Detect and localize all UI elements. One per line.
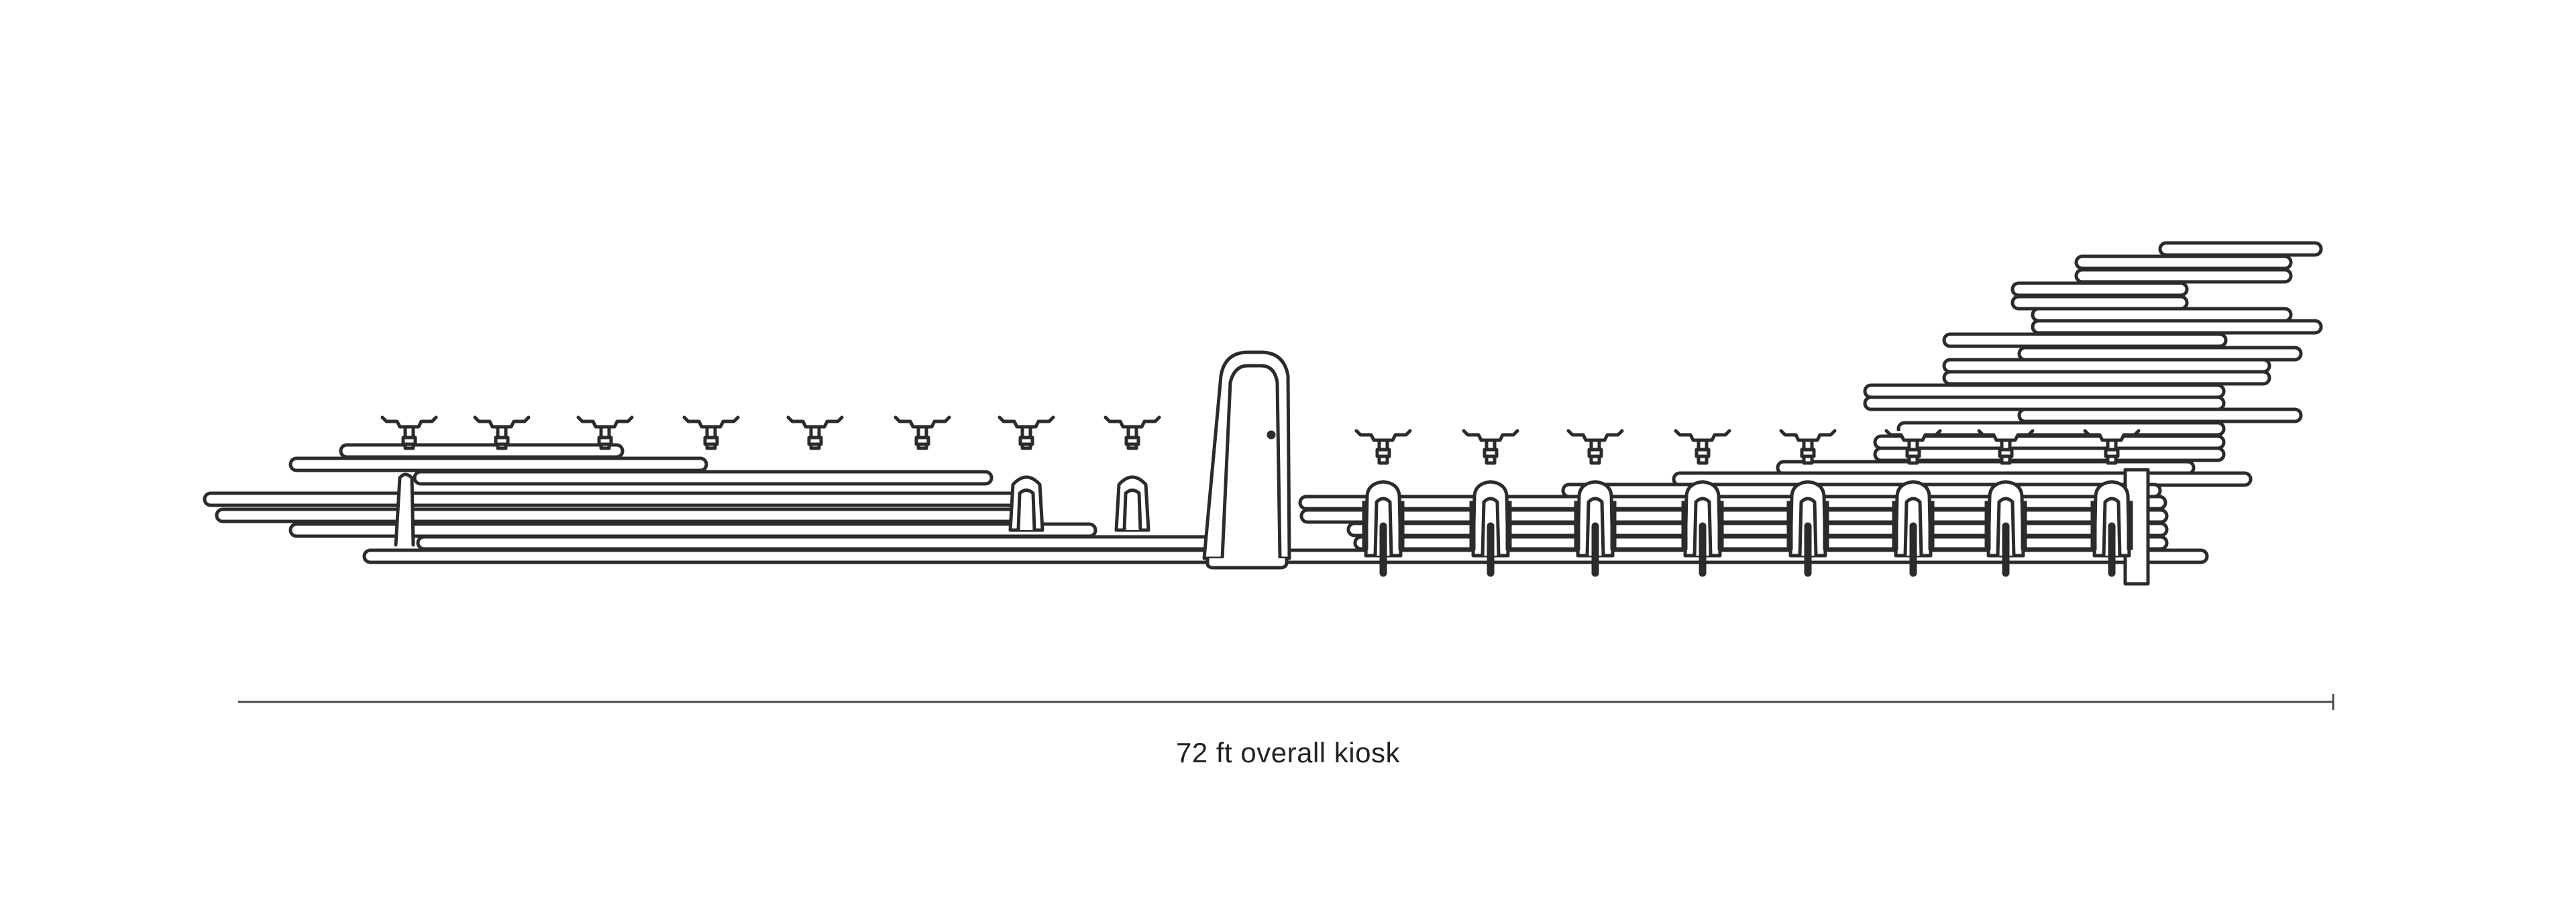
bike-wheel xyxy=(1379,522,1387,577)
rack-tube xyxy=(1896,421,2226,437)
docked-bike xyxy=(1779,429,1837,577)
stem-collar xyxy=(1018,436,1034,446)
stem-collar xyxy=(1998,448,2014,458)
bike-side-panel-right xyxy=(1717,501,1724,550)
rack-tube xyxy=(1298,495,2167,511)
dock-unit xyxy=(998,415,1055,532)
rack-tube xyxy=(1942,358,2271,374)
rack-tube xyxy=(413,470,994,486)
dock-unit xyxy=(380,415,438,450)
bike-wheel xyxy=(1487,522,1495,577)
bike-side-panel-right xyxy=(2127,501,2133,550)
bike-side-panel-right xyxy=(1610,501,1617,550)
dock-unit xyxy=(473,415,531,450)
rack-tube xyxy=(1561,482,2162,499)
rack-tube xyxy=(215,507,1030,523)
bike-wheel xyxy=(1699,522,1707,577)
stem-collar xyxy=(807,436,823,446)
stem-collar xyxy=(401,436,417,446)
bike-side-panel-left xyxy=(1786,501,1793,550)
rack-tube xyxy=(1942,370,2271,386)
right-bike-row xyxy=(1354,429,2141,577)
payment-station xyxy=(1202,350,1291,570)
dock-unit xyxy=(786,415,844,450)
bike-wheel xyxy=(1591,522,1599,577)
rack-tube xyxy=(2074,254,2293,270)
rack-tube xyxy=(339,443,625,459)
rack-tube xyxy=(2158,241,2323,257)
stem-collar xyxy=(597,436,613,446)
payment-station-indicator-icon xyxy=(1267,430,1276,440)
stem-collar xyxy=(1124,436,1140,446)
rack-tube xyxy=(2031,307,2293,323)
bike-side-panel-right xyxy=(1398,501,1405,550)
dock-unit xyxy=(576,415,634,450)
payment-station-foot xyxy=(1205,556,1289,570)
docked-bike xyxy=(1884,429,1942,577)
dock-unit xyxy=(894,415,951,450)
rack-tube xyxy=(2017,407,2303,423)
payment-station-inner-edge xyxy=(1220,364,1282,560)
bike-wheel xyxy=(1909,522,1917,577)
left-dock-row xyxy=(380,415,1161,547)
bike-wheel xyxy=(1804,522,1812,577)
right-rack-tubes xyxy=(1246,241,2323,564)
bike-side-panel-left xyxy=(1681,501,1688,550)
docked-bike xyxy=(2083,429,2141,577)
bike-side-panel-left xyxy=(2090,501,2097,550)
stem-collar xyxy=(703,436,719,446)
docked-bike xyxy=(1674,429,1731,577)
rack-tube xyxy=(203,491,1022,507)
stem-collar xyxy=(2104,448,2120,458)
bike-side-panel-left xyxy=(1892,501,1898,550)
docked-bike xyxy=(1566,429,1624,577)
bike-wheel xyxy=(2002,522,2010,577)
rack-tube xyxy=(1863,383,2226,399)
dock-slot xyxy=(1016,489,1036,532)
bike-side-panel-left xyxy=(1574,501,1580,550)
bike-side-panel-left xyxy=(1984,501,1991,550)
dock-unit xyxy=(682,415,740,450)
dock-slot xyxy=(1122,489,1142,532)
rack-tube xyxy=(2010,281,2189,297)
bike-wheel xyxy=(2108,522,2116,577)
dock-body-partial xyxy=(394,472,415,547)
stem-collar xyxy=(1483,448,1499,458)
stem-collar xyxy=(1905,448,1921,458)
rack-tube xyxy=(1942,332,2228,348)
rack-tube xyxy=(1863,395,2226,411)
rack-tube xyxy=(2074,268,2293,284)
bike-side-panel-right xyxy=(2021,501,2027,550)
stem-collar xyxy=(1587,448,1603,458)
rack-tube xyxy=(2010,295,2189,311)
bike-side-panel-right xyxy=(1823,501,1829,550)
rack-tube xyxy=(1299,508,2169,524)
dock-unit xyxy=(1104,415,1161,532)
stem-collar xyxy=(914,436,930,446)
dimension-line xyxy=(238,694,2334,710)
docked-bike xyxy=(1462,429,1519,577)
bike-side-panel-right xyxy=(1928,501,1935,550)
bike-side-panel-left xyxy=(1362,501,1368,550)
stem-collar xyxy=(1800,448,1816,458)
bike-side-panel-left xyxy=(1469,501,1476,550)
rack-tube xyxy=(2031,319,2323,335)
docked-bike xyxy=(1977,429,2035,577)
rack-tube xyxy=(1873,446,2226,462)
stem-collar xyxy=(1695,448,1711,458)
rack-tube xyxy=(416,535,1225,551)
docked-bike xyxy=(1354,429,1412,577)
rack-tube xyxy=(362,548,1346,564)
rack-tube xyxy=(1873,434,2226,450)
bike-side-panel-right xyxy=(1505,501,1512,550)
stem-collar xyxy=(1375,448,1391,458)
dimension-label: 72 ft overall kiosk xyxy=(1176,737,1400,768)
stem-collar xyxy=(494,436,510,446)
rack-tube xyxy=(288,456,708,472)
left-rack-tubes xyxy=(203,443,1346,564)
rack-tube xyxy=(2017,346,2303,362)
